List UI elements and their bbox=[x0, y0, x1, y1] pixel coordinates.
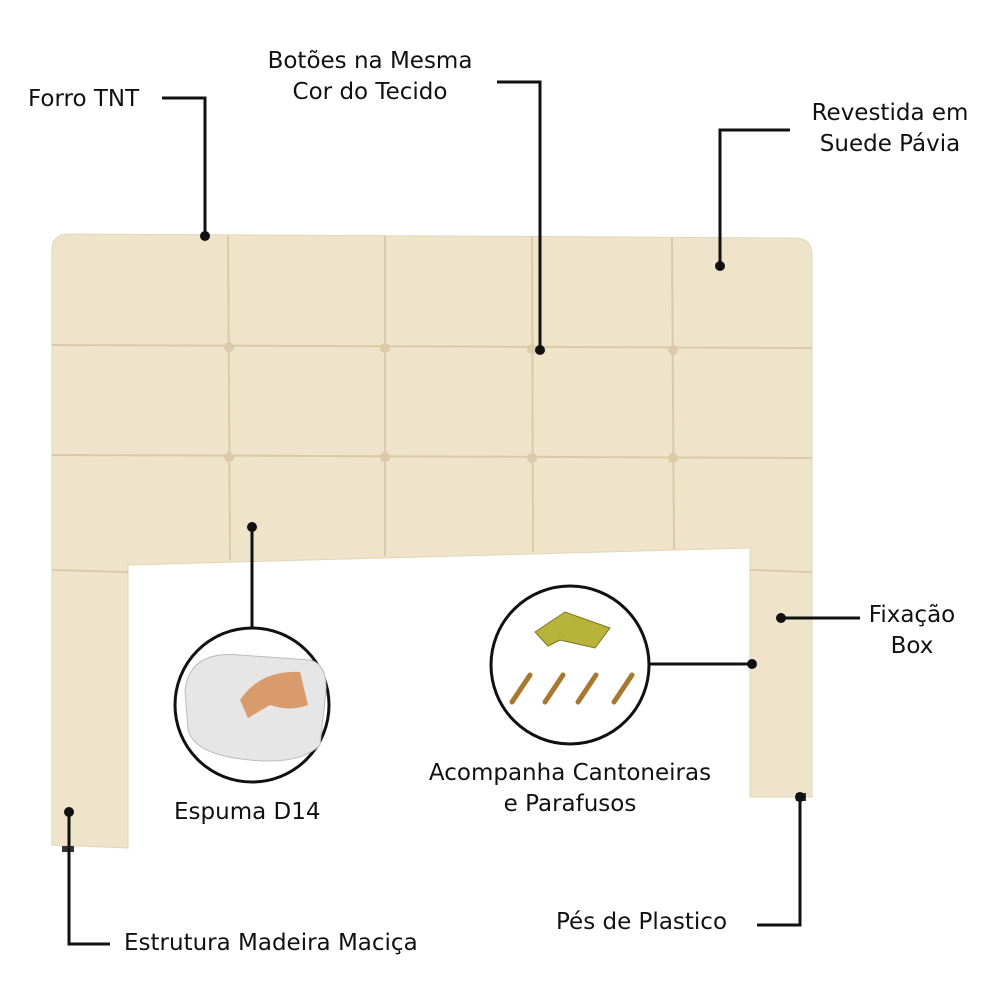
label-fixacao: Fixação Box bbox=[862, 600, 962, 662]
label-revestida-line1: Revestida em bbox=[811, 100, 969, 126]
screw-icons bbox=[509, 672, 635, 705]
label-revestida: Revestida em Suede Pávia bbox=[790, 98, 990, 160]
label-fixacao-line2: Box bbox=[890, 633, 934, 659]
callout-dots bbox=[64, 231, 805, 817]
label-fixacao-line1: Fixação bbox=[868, 602, 956, 628]
headboard bbox=[51, 233, 813, 849]
label-estrutura: Estrutura Madeira Maciça bbox=[124, 930, 418, 956]
label-botoes-line1: Botões na Mesma bbox=[267, 48, 473, 74]
foam-circle bbox=[173, 626, 331, 784]
hardware-circle bbox=[489, 584, 651, 746]
label-revestida-line2: Suede Pávia bbox=[819, 131, 961, 157]
label-acompanha-line2: e Parafusos bbox=[503, 791, 637, 817]
label-botoes-line2: Cor do Tecido bbox=[292, 79, 448, 105]
label-botoes: Botões na Mesma Cor do Tecido bbox=[240, 46, 500, 108]
callout-lines bbox=[67, 80, 860, 946]
label-espuma: Espuma D14 bbox=[174, 799, 321, 825]
label-acompanha: Acompanha Cantoneiras e Parafusos bbox=[400, 758, 740, 820]
label-acompanha-line1: Acompanha Cantoneiras bbox=[428, 760, 712, 786]
label-pes: Pés de Plastico bbox=[556, 909, 728, 935]
tufting-lines bbox=[51, 235, 813, 573]
label-forro-tnt: Forro TNT bbox=[28, 86, 140, 112]
hand-image bbox=[240, 671, 308, 718]
corner-bracket-icon bbox=[534, 611, 611, 649]
tuft-buttons bbox=[224, 342, 678, 463]
